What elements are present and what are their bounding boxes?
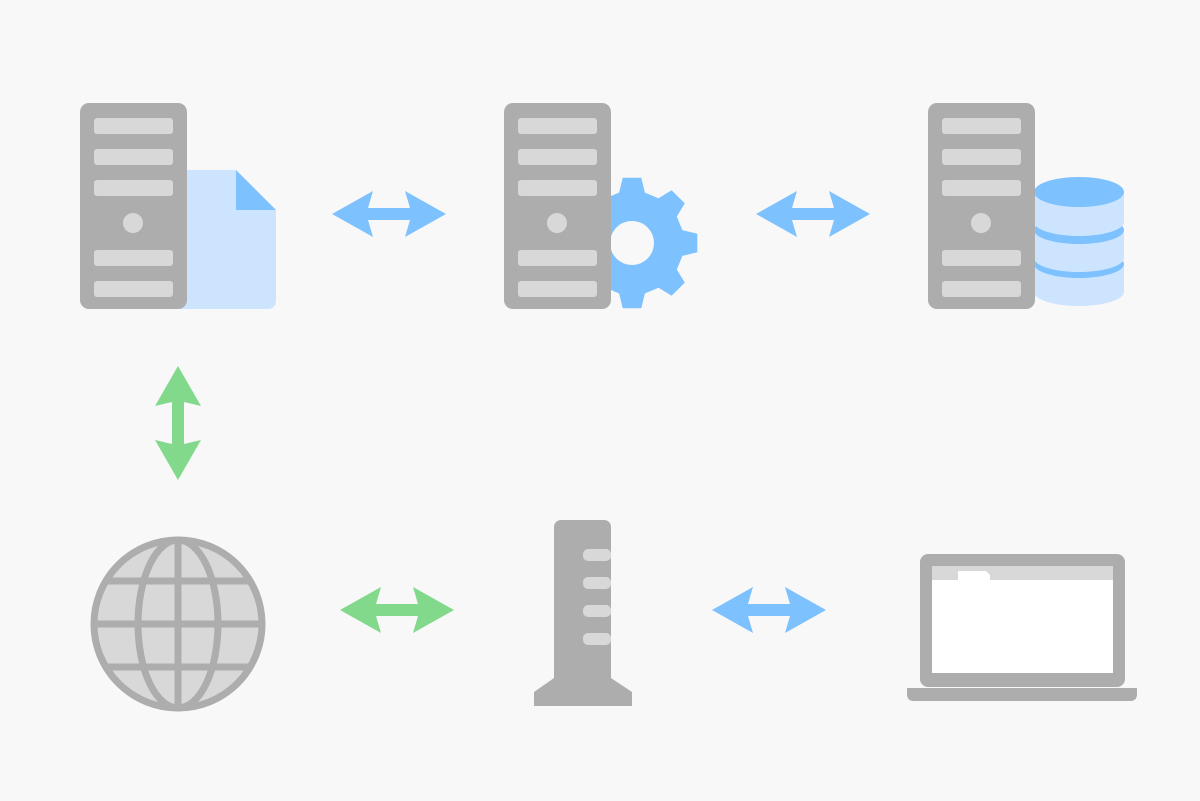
arrow-web-to-app <box>332 191 446 237</box>
arrow-app-to-database <box>756 191 870 237</box>
laptop-icon <box>907 554 1137 701</box>
server-tower-icon <box>80 103 187 309</box>
router-tower-icon <box>534 520 632 706</box>
database-server-node <box>928 103 1124 309</box>
globe-icon <box>90 536 266 712</box>
file-icon <box>180 170 276 309</box>
database-icon <box>1034 177 1124 306</box>
arrow-web-to-internet <box>155 366 201 480</box>
web-server-node <box>80 103 276 309</box>
server-tower-icon <box>928 103 1035 309</box>
arrow-router-to-laptop <box>712 587 826 633</box>
arrow-internet-to-router <box>340 587 454 633</box>
application-server-node <box>504 103 698 309</box>
server-tower-icon <box>504 103 611 309</box>
